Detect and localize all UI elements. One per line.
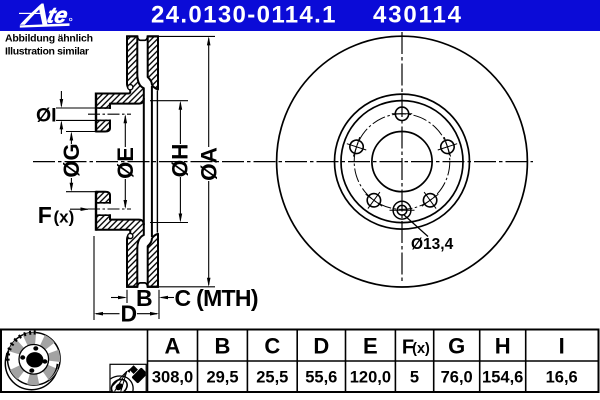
svg-text:B: B bbox=[215, 334, 231, 359]
svg-text:Abbildung ähnlich: Abbildung ähnlich bbox=[5, 33, 93, 45]
svg-text:120,0: 120,0 bbox=[350, 369, 391, 387]
svg-text:C (MTH): C (MTH) bbox=[175, 285, 259, 311]
svg-text:(x): (x) bbox=[412, 341, 430, 357]
svg-text:308,0: 308,0 bbox=[152, 369, 193, 387]
svg-text:ØE: ØE bbox=[113, 147, 138, 179]
svg-text:F: F bbox=[38, 202, 52, 228]
svg-text:24.0130-0114.1: 24.0130-0114.1 bbox=[151, 1, 336, 28]
svg-text:A: A bbox=[165, 334, 181, 359]
svg-text:16,6: 16,6 bbox=[546, 369, 578, 387]
svg-text:G: G bbox=[448, 334, 465, 359]
svg-text:E: E bbox=[363, 334, 378, 359]
svg-text:5: 5 bbox=[410, 369, 419, 387]
svg-text:55,6: 55,6 bbox=[305, 369, 337, 387]
svg-text:76,0: 76,0 bbox=[441, 369, 473, 387]
svg-text:I: I bbox=[559, 334, 565, 359]
svg-text:ØI: ØI bbox=[36, 104, 57, 126]
svg-text:(x): (x) bbox=[54, 208, 75, 227]
svg-text:D: D bbox=[121, 301, 138, 327]
svg-text:29,5: 29,5 bbox=[206, 369, 238, 387]
svg-text:F: F bbox=[402, 337, 414, 359]
svg-text:D: D bbox=[313, 334, 329, 359]
svg-text:B: B bbox=[136, 285, 153, 311]
svg-text:Ø13,4: Ø13,4 bbox=[411, 236, 454, 253]
svg-text:ØG: ØG bbox=[59, 143, 84, 177]
svg-text:C: C bbox=[264, 334, 280, 359]
svg-text:ØA: ØA bbox=[196, 147, 221, 181]
svg-text:25,5: 25,5 bbox=[256, 369, 288, 387]
svg-text:H: H bbox=[495, 334, 511, 359]
svg-text:154,6: 154,6 bbox=[482, 369, 523, 387]
svg-text:Illustration similar: Illustration similar bbox=[5, 46, 89, 58]
svg-text:ØH: ØH bbox=[168, 144, 193, 178]
